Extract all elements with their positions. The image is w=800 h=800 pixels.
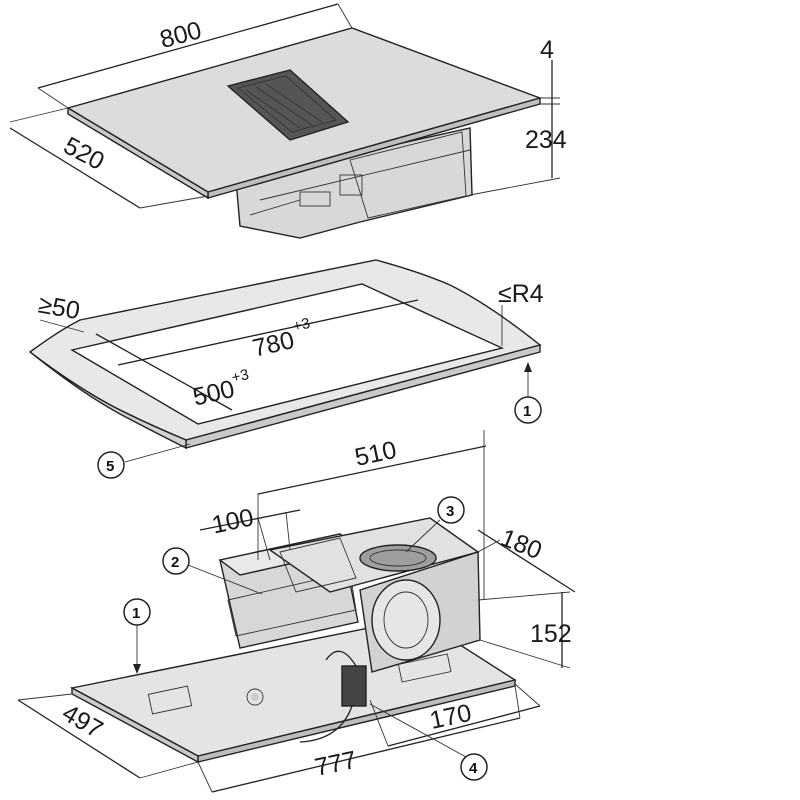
cutout-drawing: 780 +3 500 +3 ≥50 ≤R4 1 5 [28,259,544,479]
hob-housing [235,127,473,239]
callout-5 [97,451,125,479]
callout-1-top [514,396,542,424]
svg-text:5: 5 [106,458,114,475]
callout-4 [460,753,488,781]
dim-total-height: 234 [525,126,567,154]
fan-unit-drawing: 510 100 180 152 170 777 497 1 [17,430,576,793]
svg-text:1: 1 [523,403,531,420]
callout-1-bottom [123,598,151,626]
dim-glass-thickness: 4 [540,36,554,64]
svg-text:+3: +3 [291,315,311,335]
dim-hob-width: 800 [157,16,205,54]
fan-ring [371,579,441,661]
electronics-box [341,665,367,707]
cutout-opening [70,283,505,425]
dim-corner-radius: ≤R4 [498,280,544,308]
callout-3 [437,496,465,524]
svg-text:1: 1 [132,605,140,622]
dim-hob-depth: 520 [59,132,109,176]
dim-fan-width: 510 [352,436,399,472]
downdraft-vent [226,69,350,141]
hob-drawing: 800 520 4 234 [9,3,567,239]
svg-text:4: 4 [469,760,478,777]
dim-min-edge: ≥50 [36,290,82,325]
dim-base-width: 777 [312,746,359,782]
callout-2 [162,547,190,575]
fan-outlet-top [359,544,437,572]
dim-fan-height: 152 [530,620,572,648]
svg-text:2: 2 [171,554,179,571]
svg-text:+3: +3 [230,366,250,386]
dim-cutout-depth: 500 +3 [190,366,250,411]
dim-fan-offset: 100 [209,503,256,539]
svg-text:3: 3 [446,503,454,520]
dim-fan-side: 180 [497,524,546,566]
